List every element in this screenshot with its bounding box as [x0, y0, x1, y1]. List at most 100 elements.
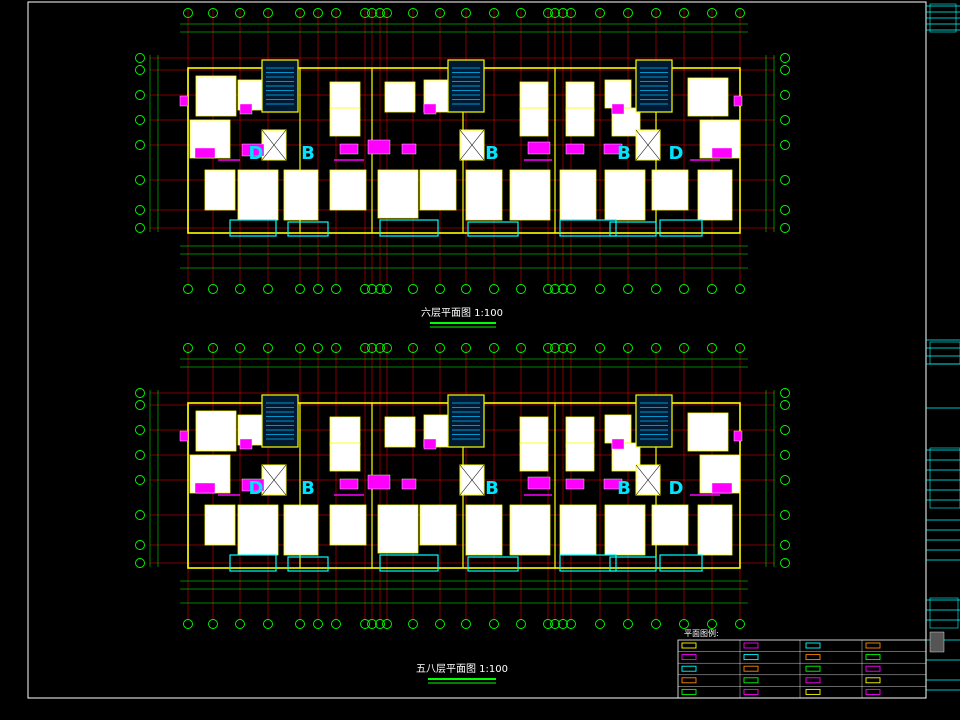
axis-bubble-left [135, 90, 145, 100]
axis-bubble-left [135, 65, 145, 75]
axis-bubble-top [208, 343, 218, 353]
axis-bubble-bottom [408, 284, 418, 294]
title-block-rows [926, 3, 960, 691]
axis-bubble-bottom [313, 284, 323, 294]
axis-bubble-bottom [566, 284, 576, 294]
axis-bubble-bottom [367, 284, 377, 294]
axis-bubble-bottom [382, 619, 392, 629]
axis-bubble-bottom [183, 619, 193, 629]
axis-bubble-bottom [235, 284, 245, 294]
axis-bubble-top [679, 8, 689, 18]
legend-swatch [681, 665, 697, 672]
axis-bubble-bottom [360, 619, 370, 629]
room [565, 107, 595, 137]
axis-bubble-left [135, 400, 145, 410]
unit-type-label: B [301, 143, 315, 164]
balcony [559, 554, 617, 572]
axis-bubble-top [295, 343, 305, 353]
bathroom-fixture [603, 143, 623, 155]
room [687, 77, 729, 117]
unit-type-label: D [669, 143, 684, 164]
bathroom-fixture [194, 147, 216, 159]
legend-table: 平面图例: [677, 628, 927, 699]
room [419, 504, 457, 546]
unit-type-label: D [249, 478, 264, 499]
axis-bubble-top [435, 343, 445, 353]
axis-bubble-bottom [623, 619, 633, 629]
room [283, 169, 319, 221]
axis-bubble-bottom [295, 284, 305, 294]
legend-swatch [805, 688, 821, 695]
axis-bubble-bottom [461, 619, 471, 629]
room [329, 169, 367, 211]
balcony [559, 219, 617, 237]
axis-bubble-left [135, 205, 145, 215]
axis-bubble-top [489, 8, 499, 18]
axis-bubble-top [550, 8, 560, 18]
axis-bubble-right [780, 558, 790, 568]
bathroom-fixture [527, 476, 551, 490]
axis-bubble-top [235, 8, 245, 18]
axis-bubble-top [623, 343, 633, 353]
legend-swatch [681, 677, 697, 684]
axis-bubble-left [135, 223, 145, 233]
axis-bubble-left [135, 540, 145, 550]
balcony [229, 219, 277, 237]
legend-swatch [805, 642, 821, 649]
unit-type-label: D [669, 478, 684, 499]
axis-bubble-bottom [313, 619, 323, 629]
axis-bubble-bottom [623, 284, 633, 294]
axis-bubble-top [516, 343, 526, 353]
room [604, 504, 646, 556]
legend-swatch [865, 677, 881, 684]
axis-bubble-bottom [516, 284, 526, 294]
axis-bubble-bottom [208, 619, 218, 629]
bathroom-fixture [239, 103, 253, 115]
axis-bubble-right [780, 53, 790, 63]
axis-bubble-top [651, 343, 661, 353]
room [329, 81, 361, 111]
axis-bubble-bottom [558, 619, 568, 629]
bathroom-fixture [611, 103, 625, 115]
bathroom-fixture [603, 478, 623, 490]
unit-type-label: B [301, 478, 315, 499]
axis-bubble-left [135, 140, 145, 150]
axis-bubble-top [735, 343, 745, 353]
title-block-cell [929, 341, 960, 365]
room [419, 169, 457, 211]
axis-bubble-right [780, 140, 790, 150]
bathroom-fixture [565, 143, 585, 155]
axis-bubble-top [375, 343, 385, 353]
axis-bubble-right [780, 540, 790, 550]
room [559, 504, 597, 556]
balcony [379, 219, 439, 237]
axis-bubble-right [780, 223, 790, 233]
axis-bubble-bottom [208, 284, 218, 294]
room [509, 169, 551, 221]
axis-bubble-bottom [331, 284, 341, 294]
axis-bubble-bottom [679, 619, 689, 629]
room [697, 504, 733, 556]
legend-header: 平面图例: [684, 628, 719, 638]
axis-bubble-bottom [595, 284, 605, 294]
legend-swatch [743, 642, 759, 649]
room [329, 107, 361, 137]
room [687, 412, 729, 452]
legend-swatch [681, 642, 697, 649]
unit-type-label: B [485, 478, 499, 499]
plan-title-six: 六层平面图 1:100 [421, 307, 503, 319]
room [237, 504, 279, 556]
balcony [287, 221, 329, 237]
elevator-cross [261, 464, 287, 496]
title-block-cell [929, 597, 959, 629]
axis-bubble-bottom [707, 284, 717, 294]
unit-type-label: B [617, 478, 631, 499]
bathroom-fixture [733, 430, 743, 442]
balcony [467, 556, 519, 572]
axis-bubble-left [135, 558, 145, 568]
axis-bubble-left [135, 175, 145, 185]
axis-bubble-top [263, 343, 273, 353]
axis-bubble-bottom [489, 619, 499, 629]
bathroom-fixture [733, 95, 743, 107]
